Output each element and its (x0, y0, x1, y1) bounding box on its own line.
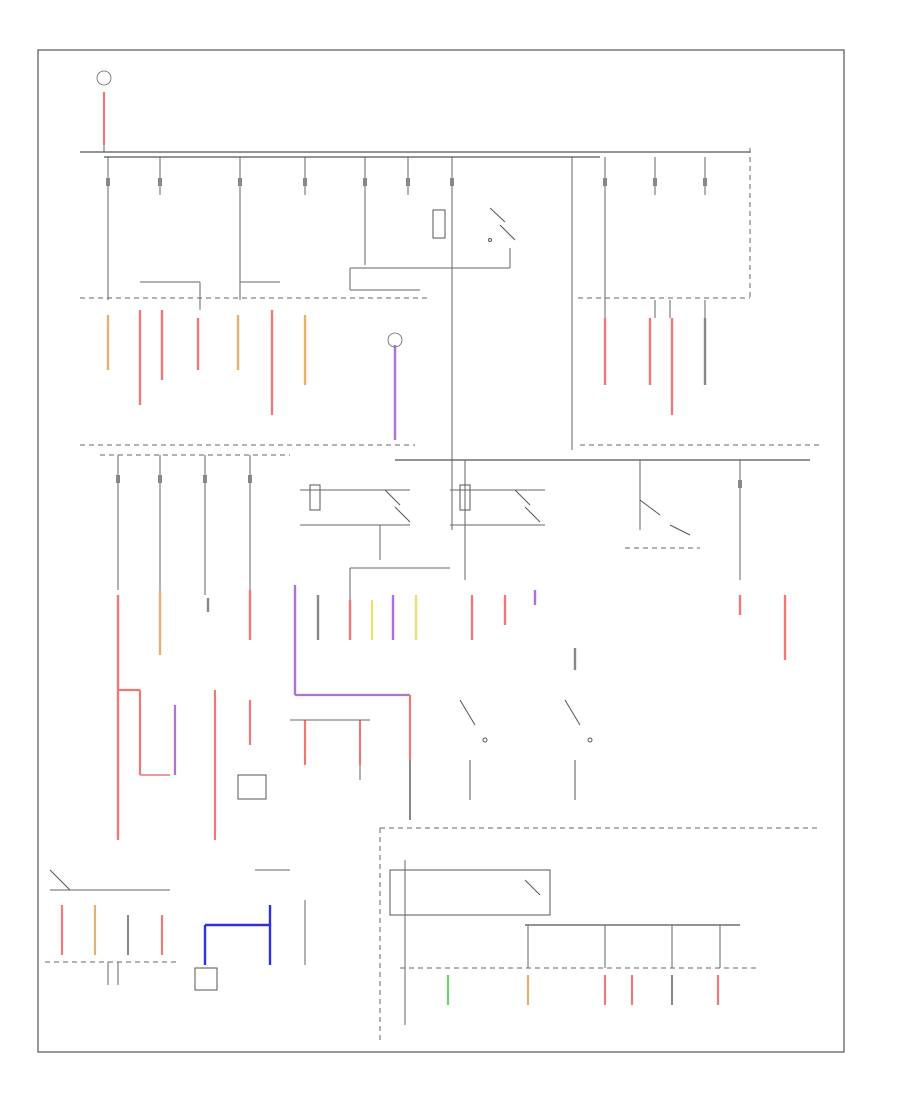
ground-connector-icon (387, 332, 403, 348)
lower-right-fuse-panel (379, 827, 820, 1040)
purple-circuit (295, 693, 412, 820)
right-switches (459, 699, 593, 800)
upper-load-wires (106, 310, 707, 440)
middle-load-wires (116, 585, 787, 840)
left-lower-loop (118, 688, 177, 776)
upper-fuse-drops (107, 157, 573, 450)
power-feed (96, 70, 112, 152)
upper-relay (432, 207, 516, 242)
blue-circuit (194, 905, 272, 991)
lower-left-section (45, 869, 180, 985)
right-fuse-box (578, 157, 750, 318)
diagram-border (37, 49, 845, 1053)
middle-section (100, 454, 810, 595)
upper-fuse-panel (80, 148, 751, 450)
middle-relays (309, 484, 691, 536)
power-source-icon (96, 70, 112, 86)
upper-fuse-glyphs (106, 178, 454, 186)
middle-lower-components (290, 719, 370, 780)
